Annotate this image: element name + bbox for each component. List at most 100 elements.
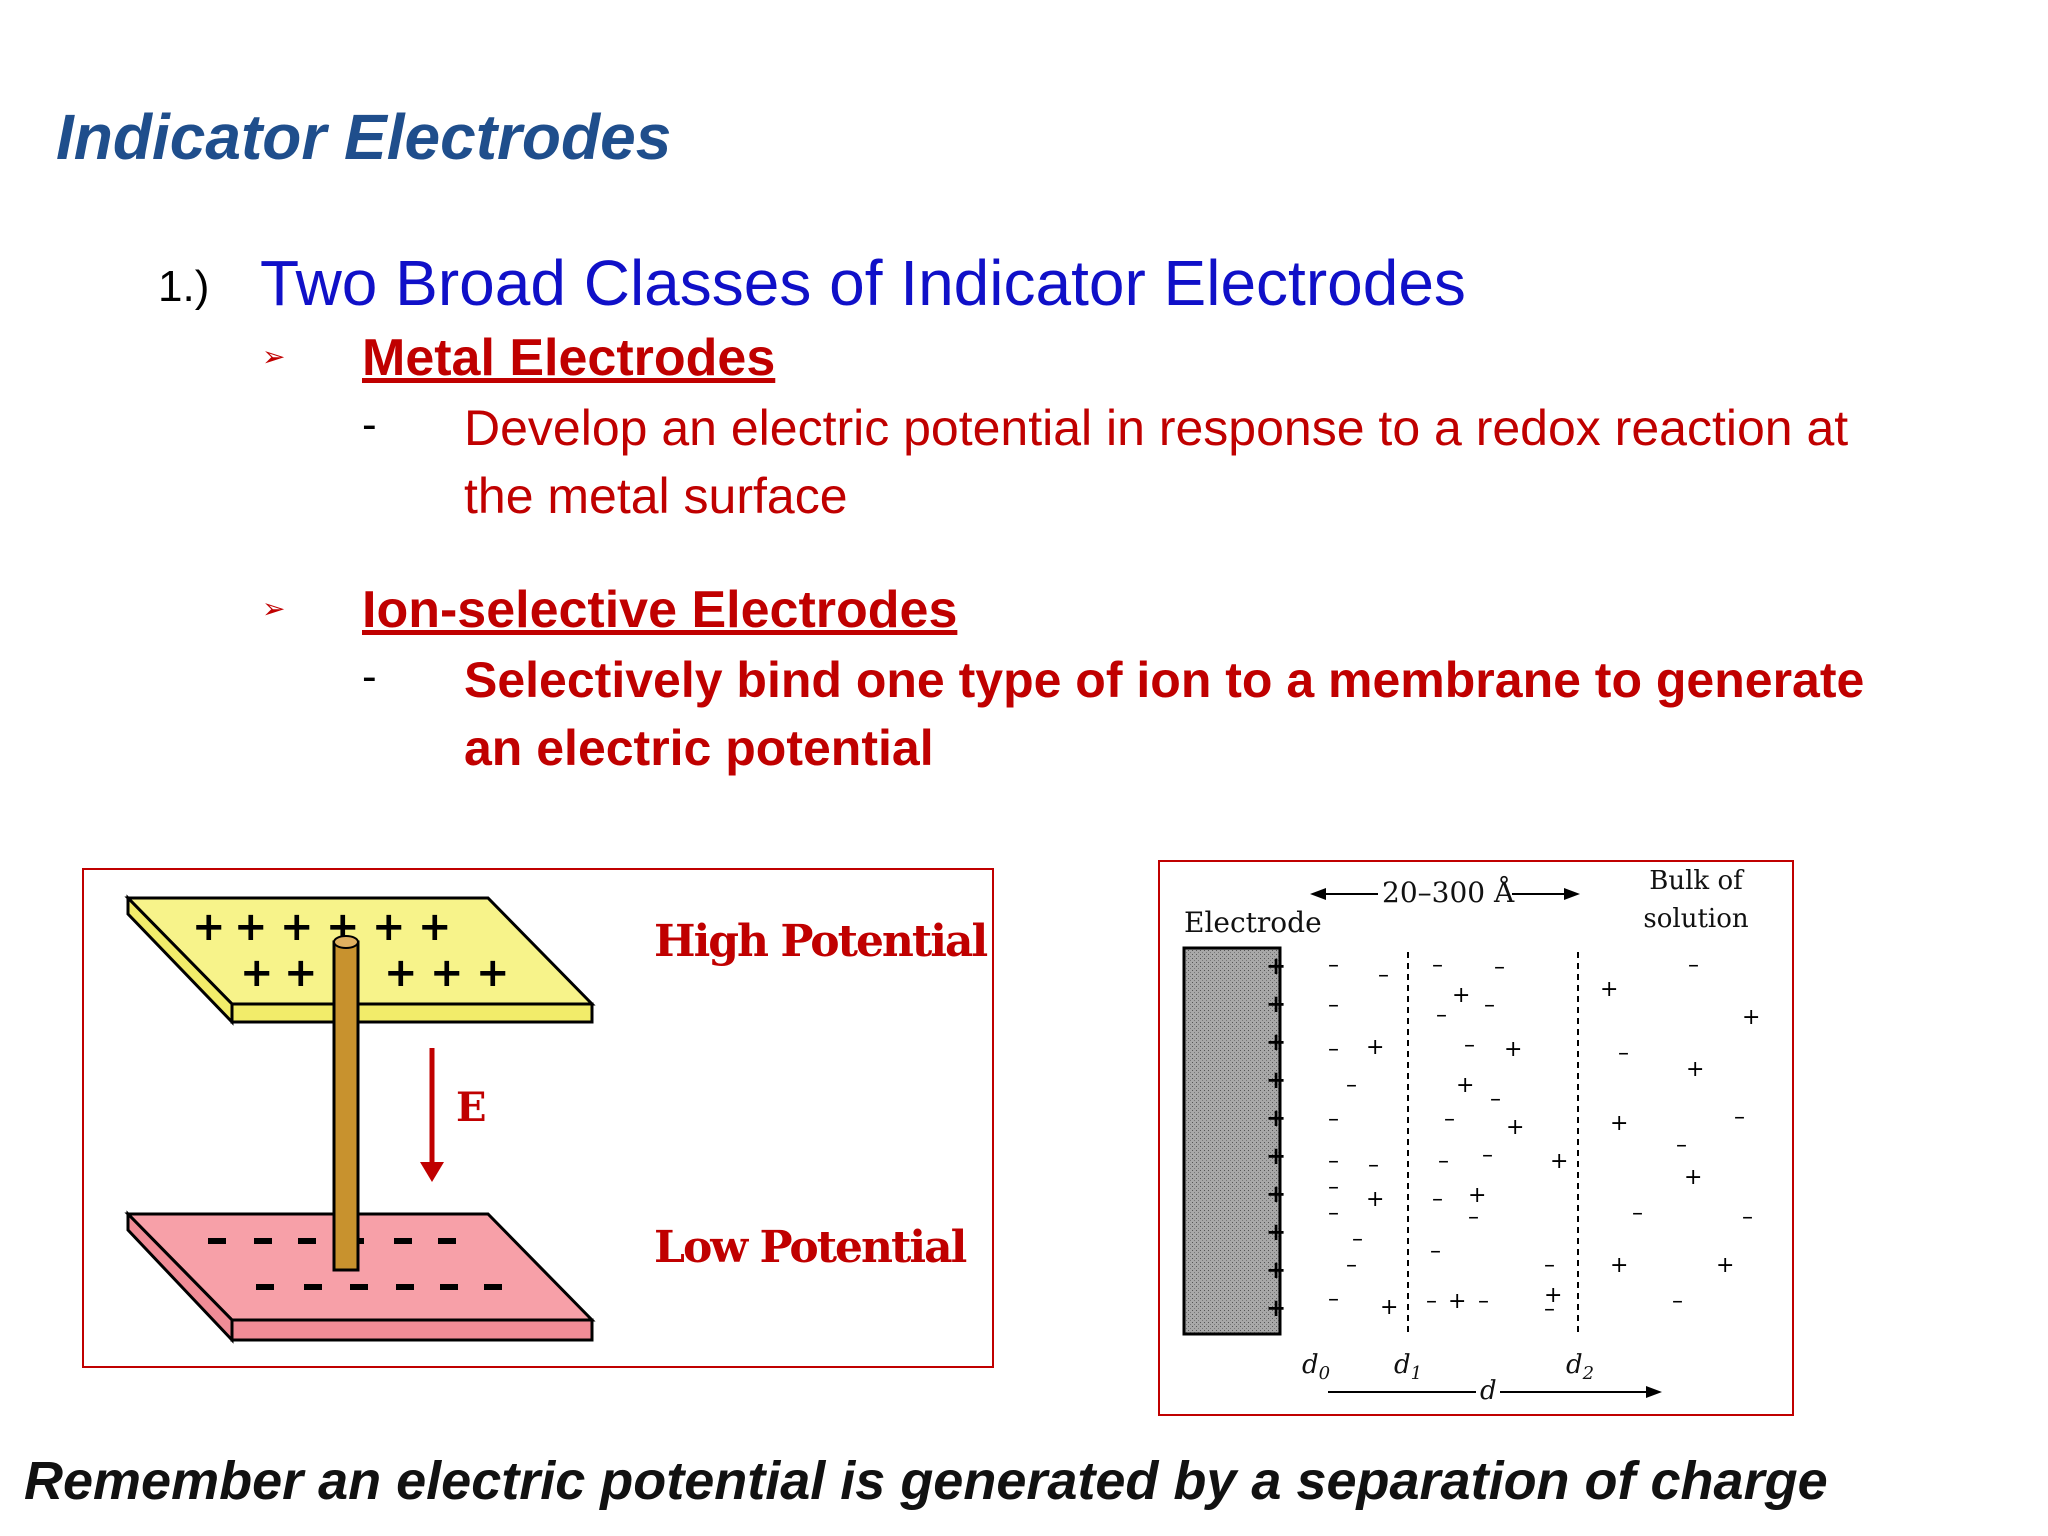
svg-text:+: + xyxy=(1266,1179,1286,1208)
svg-text:+: + xyxy=(1266,1255,1286,1284)
svg-text:+: + xyxy=(1610,1253,1628,1278)
svg-text:+: + xyxy=(1266,989,1286,1018)
svg-text:–: – xyxy=(1352,1227,1363,1252)
range-label: 20–300 Å xyxy=(1382,876,1515,909)
svg-text:–: – xyxy=(1734,1105,1745,1130)
svg-text:+: + xyxy=(1266,1293,1286,1322)
svg-text:+: + xyxy=(1366,1035,1384,1060)
svg-text:–: – xyxy=(1676,1133,1687,1158)
svg-text:+: + xyxy=(1266,1103,1286,1132)
bulk-label-line2: solution xyxy=(1643,904,1749,934)
positive-charges: ++++++ ++++++ xyxy=(192,904,510,996)
double-layer-diagram: +++++ +++++ ––––– +++ ––– ++––– –++– ––+… xyxy=(1182,888,1760,1398)
d-axis-label: d xyxy=(1480,1376,1497,1406)
svg-text:–: – xyxy=(1432,953,1443,978)
svg-text:–: – xyxy=(1426,1289,1437,1314)
svg-text:–: – xyxy=(1328,993,1339,1018)
svg-text:+: + xyxy=(430,950,464,996)
surface-charges: +++++ +++++ xyxy=(1266,951,1286,1322)
d2-label: d2 xyxy=(1566,1350,1595,1385)
svg-text:–: – xyxy=(1672,1289,1683,1314)
svg-text:+: + xyxy=(1266,1217,1286,1246)
conductor-rod xyxy=(332,940,360,1272)
svg-text:–: – xyxy=(1328,1287,1339,1312)
svg-text:+: + xyxy=(1506,1115,1524,1140)
svg-text:–: – xyxy=(1378,963,1389,988)
svg-text:–: – xyxy=(1328,1201,1339,1226)
svg-text:+: + xyxy=(1452,983,1470,1008)
top-plate-edge xyxy=(230,1002,594,1024)
d0-label: d0 xyxy=(1302,1350,1331,1385)
svg-text:+: + xyxy=(1380,1295,1398,1320)
svg-text:–: – xyxy=(1444,1107,1455,1132)
svg-text:+: + xyxy=(1468,1183,1486,1208)
svg-text:–: – xyxy=(1328,953,1339,978)
electrode-block xyxy=(1182,946,1282,1336)
svg-text:+: + xyxy=(476,950,510,996)
svg-text:–: – xyxy=(1464,1033,1475,1058)
svg-text:–: – xyxy=(1544,1253,1555,1278)
svg-text:–: – xyxy=(1482,1143,1493,1168)
bullet-arrow-icon: ➢ xyxy=(262,341,286,372)
svg-text:+: + xyxy=(1686,1057,1704,1082)
high-potential-label: High Potential xyxy=(654,916,988,967)
dash-marker: - xyxy=(362,652,377,701)
svg-text:+: + xyxy=(1544,1283,1562,1308)
field-arrow-head xyxy=(420,1162,444,1182)
capacitor-figure: ++++++ ++++++ High Potential Low Potenti… xyxy=(82,868,994,1368)
svg-text:+: + xyxy=(1742,1005,1760,1030)
svg-text:+: + xyxy=(284,950,318,996)
svg-text:–: – xyxy=(1494,955,1505,980)
electrode-label: Electrode xyxy=(1184,906,1322,939)
class-name-ion-selective: Ion-selective Electrodes xyxy=(362,581,958,639)
dash-marker: - xyxy=(362,400,377,449)
bulk-solution-label: Bulk of solution xyxy=(1626,862,1766,938)
svg-text:–: – xyxy=(1544,1297,1555,1322)
svg-text:–: – xyxy=(1346,1253,1357,1278)
svg-text:–: – xyxy=(1742,1205,1753,1230)
svg-text:–: – xyxy=(1490,1087,1501,1112)
svg-text:–: – xyxy=(1484,993,1495,1018)
d1-label: d1 xyxy=(1394,1350,1423,1385)
class-description-metal: Develop an electric potential in respons… xyxy=(464,400,1849,524)
svg-text:+: + xyxy=(192,904,226,950)
svg-text:+: + xyxy=(1716,1253,1734,1278)
svg-text:–: – xyxy=(1346,1073,1357,1098)
field-label: E xyxy=(456,1084,487,1131)
svg-text:+: + xyxy=(1266,1141,1286,1170)
svg-text:+: + xyxy=(1456,1073,1474,1098)
bullet-arrow-icon: ➢ xyxy=(262,593,286,624)
class-name-metal: Metal Electrodes xyxy=(362,329,776,387)
svg-text:–: – xyxy=(1328,1149,1339,1174)
svg-text:+: + xyxy=(1366,1187,1384,1212)
solution-ions: ––––– +++ ––– ++––– –++– ––++– ––––+– –+… xyxy=(1328,953,1760,1322)
svg-text:–: – xyxy=(1436,1003,1447,1028)
svg-text:–: – xyxy=(1468,1205,1479,1230)
svg-text:–: – xyxy=(1368,1153,1379,1178)
svg-text:–: – xyxy=(1432,1187,1443,1212)
double-layer-figure: +++++ +++++ ––––– +++ ––– ++––– –++– ––+… xyxy=(1158,860,1794,1416)
svg-text:+: + xyxy=(234,904,268,950)
footer-note: Remember an electric potential is genera… xyxy=(24,1451,1828,1511)
svg-text:+: + xyxy=(280,904,314,950)
svg-text:+: + xyxy=(1504,1037,1522,1062)
svg-text:+: + xyxy=(384,950,418,996)
svg-text:–: – xyxy=(1328,1107,1339,1132)
point-number: 1.) xyxy=(158,262,210,311)
svg-text:–: – xyxy=(1328,1037,1339,1062)
svg-text:+: + xyxy=(240,950,274,996)
svg-text:+: + xyxy=(1266,951,1286,980)
svg-text:–: – xyxy=(1632,1201,1643,1226)
svg-text:–: – xyxy=(1430,1239,1441,1264)
svg-text:+: + xyxy=(1550,1149,1568,1174)
svg-text:+: + xyxy=(418,904,452,950)
svg-text:–: – xyxy=(1688,953,1699,978)
svg-text:+: + xyxy=(1448,1289,1466,1314)
svg-text:+: + xyxy=(372,904,406,950)
svg-text:+: + xyxy=(1600,977,1618,1002)
class-description-ion-selective: Selectively bind one type of ion to a me… xyxy=(464,652,1865,776)
svg-text:+: + xyxy=(1266,1027,1286,1056)
svg-text:–: – xyxy=(1478,1289,1489,1314)
svg-text:+: + xyxy=(1684,1165,1702,1190)
point-heading: Two Broad Classes of Indicator Electrode… xyxy=(260,247,1466,319)
